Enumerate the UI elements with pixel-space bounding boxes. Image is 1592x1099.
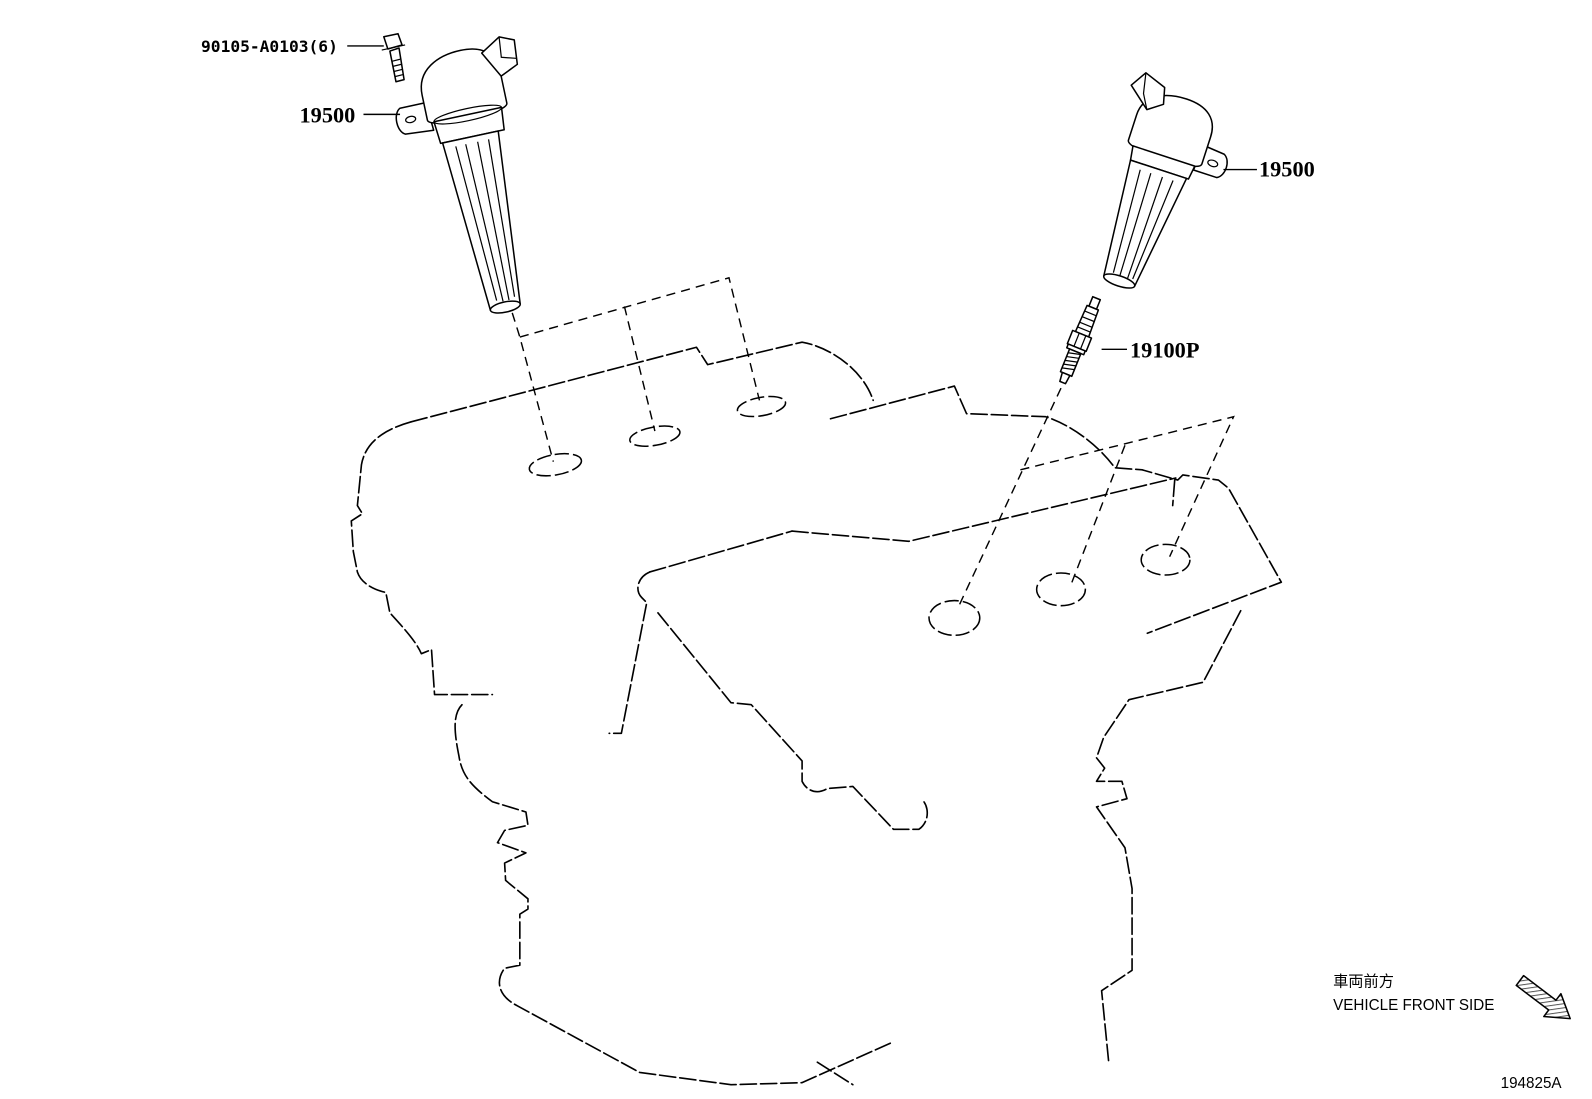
plug-tip [1059,371,1071,385]
connector-detail [1142,72,1148,110]
collar-rim [433,104,503,125]
right-bank-bracket-line [1020,415,1235,557]
left-bank-plug-holes [528,395,787,477]
spark-plug-part-number[interactable]: 19100P [1130,337,1200,362]
spark-plug-centerline [958,387,1062,605]
right-bank-middle-line [1070,445,1126,585]
left-head-side-outline [350,421,494,696]
left-coil-part-number[interactable]: 19500 [300,103,356,128]
oil-pan-edge [816,1061,854,1086]
boot-grooves [1112,169,1174,280]
left-bank-bracket-line [519,276,761,401]
flange-hole [405,115,417,124]
insulator-ribs [1077,310,1097,333]
coil-boot [1103,159,1188,287]
coil-boot [441,130,521,311]
connector-detail [498,36,517,59]
ignition-coil-left[interactable] [384,34,569,326]
bolt-head [383,32,403,50]
figure-id: 194825A [1501,1075,1563,1092]
coil-flange [395,101,435,135]
bolt-part-number[interactable]: 90105-A0103(6) [201,37,338,56]
bolt-part[interactable] [381,32,406,83]
thread-lines [1061,352,1081,371]
plug-hole [736,395,787,418]
spark-plug[interactable] [1053,294,1106,386]
plug-hole [1035,572,1087,607]
right-head-inner-edge [1171,479,1176,507]
front-cover-left-edge [608,571,651,735]
hex-face [1073,332,1087,350]
left-block-outline [454,703,895,1086]
plug-hole [1140,543,1191,576]
left-coil-centerline [506,298,555,462]
right-coil-part-number[interactable]: 19500 [1259,157,1315,182]
center-cover-edge [791,477,1177,543]
flange-hole [1207,159,1219,168]
right-head-top-edge [829,385,1283,635]
vehicle-front-label-jp: 車両前方 [1333,973,1394,991]
plug-hole [528,452,583,477]
boot-grooves [455,139,516,302]
front-cover-lower-edge [657,612,929,831]
coil-connector [1130,72,1166,111]
coil-collar [1129,145,1196,180]
coil-connector [480,36,519,77]
left-bank-middle-line [623,306,656,432]
vehicle-front-label: VEHICLE FRONT SIDE [1333,997,1494,1014]
ignition-coil-right[interactable] [1071,70,1246,307]
front-cover-top-edge [648,530,793,573]
engine-outline [350,341,1283,1086]
plug-insulator [1074,304,1100,338]
right-block-outline [1095,609,1242,1064]
arrow-down-right-icon [1515,974,1571,1020]
arrow-shape [1515,974,1571,1020]
left-head-top-edge [410,341,874,423]
bolt-threads [391,58,404,78]
plug-hole [928,599,981,637]
plug-hole [629,425,681,447]
installation-centerlines [506,276,1235,605]
boot-end [489,300,521,314]
bolt-washer [381,44,406,51]
right-bank-plug-holes [928,543,1191,637]
boot-end [1102,273,1136,289]
